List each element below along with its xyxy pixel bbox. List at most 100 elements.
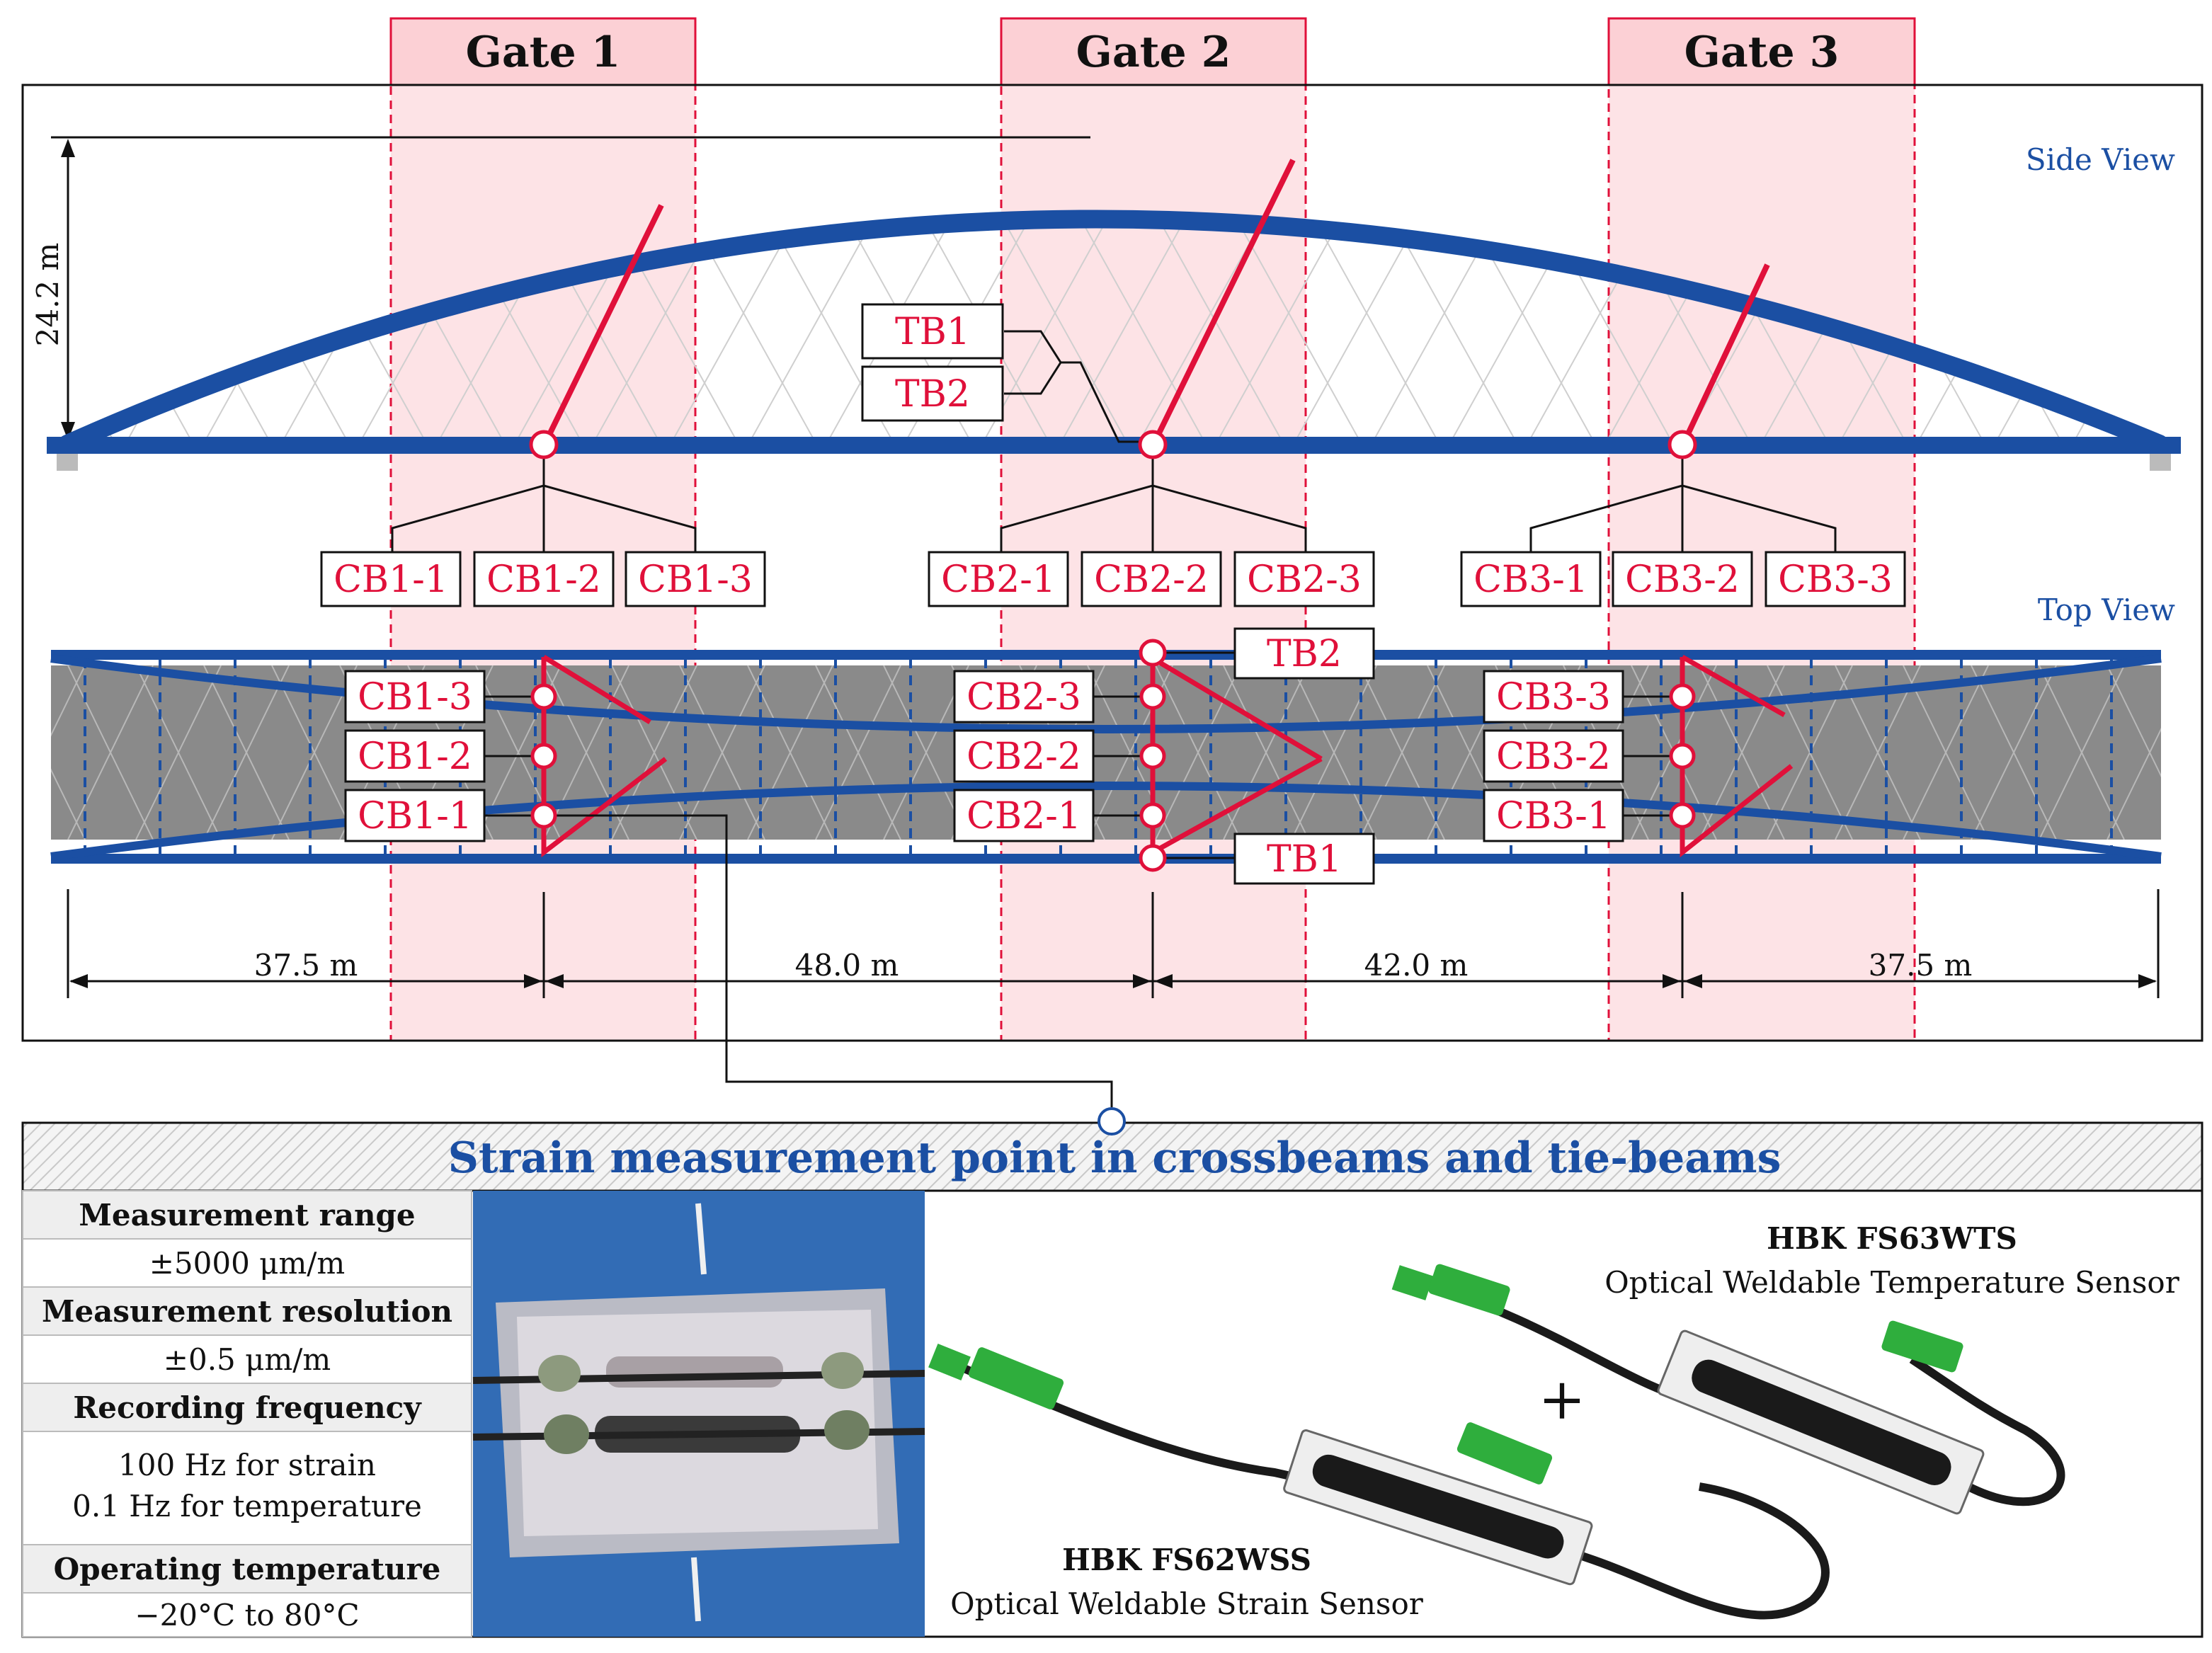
hanger-cable (1309, 219, 1523, 444)
deck-brace (1835, 665, 1921, 840)
deck-brace (2175, 665, 2212, 840)
side-tb1-label: TB1 (895, 311, 970, 353)
spec-range-value: ±5000 μm/m (149, 1246, 346, 1281)
top-view: CB1-3 CB1-2 CB1-1 CB2-3 CB2-2 CB2-1 CB3-… (50, 627, 2212, 1107)
monitored-hanger-2 (1150, 159, 1296, 447)
deck-brace (1359, 665, 1445, 840)
sensor-node-gate-1 (529, 430, 559, 459)
node-cb1-3 (530, 683, 557, 710)
temp-sensor-desc: Optical Weldable Temperature Sensor (1604, 1265, 2179, 1300)
hanger-cable (1210, 219, 1424, 444)
side-cb1-3: CB1-3 (638, 559, 753, 601)
deck-brace (543, 665, 629, 840)
deck-brace (51, 665, 86, 737)
side-tb2-label: TB2 (895, 373, 970, 416)
hanger-cable (1076, 219, 1289, 444)
gate-2-label: Gate 2 (1076, 28, 1231, 77)
deck-brace (1903, 665, 1989, 840)
deck-brace (679, 665, 765, 840)
hanger-cable (1132, 219, 1346, 444)
deck-brace (1971, 665, 2057, 840)
deck-brace (2175, 665, 2212, 840)
top-cb3-2: CB3-2 (1496, 736, 1611, 778)
node-cb1-2 (530, 743, 557, 770)
top-tb2: TB2 (1267, 633, 1342, 675)
hanger-cable (198, 219, 411, 444)
spec-table: Measurement range ±5000 μm/m Measurement… (22, 1190, 472, 1637)
node-cb3-3 (1669, 683, 1696, 710)
top-edge-girder (51, 650, 2161, 660)
deck-brace (203, 665, 290, 840)
hanger-cable (1153, 219, 1367, 444)
node-cb2-3 (1139, 683, 1166, 710)
spec-frequency-value-2: 0.1 Hz for temperature (72, 1489, 422, 1523)
sensor-panel: Strain measurement point in crossbeams a… (21, 1107, 2204, 1638)
side-view: 24.2 m TB1 (0, 71, 2212, 607)
tie-beam (47, 437, 2181, 454)
side-cb1-1: CB1-1 (333, 559, 448, 601)
gate-headers: Gate 1 Gate 2 Gate 3 (389, 17, 1916, 86)
side-cb3-1: CB3-1 (1473, 559, 1588, 601)
spec-frequency-head: Recording frequency (73, 1390, 422, 1425)
hanger-cable (1288, 219, 1502, 444)
hanger-cable (842, 219, 1056, 444)
node-tb2 (1139, 639, 1167, 667)
arch-rib (58, 210, 2169, 453)
deck-brace (815, 665, 901, 840)
node-cb2-2 (1139, 743, 1166, 770)
top-cb1-1: CB1-1 (358, 795, 472, 837)
temp-sensor-name: HBK FS63WTS (1767, 1221, 2017, 1256)
strain-sensor-name: HBK FS62WSS (1062, 1543, 1311, 1577)
side-cb2-1: CB2-1 (941, 559, 1056, 601)
deck-brace (2106, 727, 2161, 840)
deck-brace (747, 665, 833, 840)
hanger-cable (1387, 219, 1601, 444)
hanger-cable (2088, 219, 2160, 444)
hanger-cable (920, 219, 1134, 444)
hanger-cable (608, 219, 822, 444)
spec-range-head: Measurement range (79, 1198, 415, 1232)
hanger-cable (821, 219, 1034, 444)
side-crossbeam-labels: CB1-1 CB1-2 CB1-3 CB2-1 CB2-2 CB2-3 CB3-… (320, 551, 1906, 607)
hanger-cable (1054, 219, 1268, 444)
panel-connector-node (1098, 1107, 1126, 1136)
node-cb3-2 (1669, 743, 1696, 770)
span-3-label: 42.0 m (1364, 948, 1469, 983)
top-crossbeam-labels: CB1-3 CB1-2 CB1-1 CB2-3 CB2-2 CB2-1 CB3-… (344, 627, 1624, 885)
hanger-cable (665, 219, 879, 444)
hanger-cable (0, 71, 21, 453)
span-dimensions (67, 889, 2160, 998)
deck-brace (51, 768, 86, 840)
top-cb3-3: CB3-3 (1496, 676, 1611, 719)
side-cb3-2: CB3-2 (1625, 559, 1740, 601)
dimension-arrows (69, 974, 2157, 988)
hanger-cable (2167, 71, 2212, 453)
top-cb2-1: CB2-1 (967, 795, 1081, 837)
hanger-cable (120, 219, 333, 444)
deck-brace (135, 665, 222, 840)
node-cb2-1 (1139, 802, 1166, 829)
strain-sensor-desc: Optical Weldable Strain Sensor (950, 1586, 1424, 1621)
bottom-edge-girder (51, 854, 2161, 864)
strain-sensor-illustration (928, 1343, 1830, 1620)
temperature-sensor-illustration (1391, 1264, 2065, 1515)
side-view-label: Side View (2026, 142, 2175, 177)
sensor-node-gate-3 (1667, 430, 1697, 459)
hanger-cable (743, 219, 957, 444)
right-bearing (2150, 454, 2171, 471)
span-1-label: 37.5 m (254, 948, 358, 983)
monitored-hanger-3 (1680, 263, 1770, 447)
spec-resolution-head: Measurement resolution (42, 1294, 452, 1329)
hanger-cable (67, 219, 256, 444)
top-cb1-3: CB1-3 (358, 676, 472, 719)
hanger-cable (67, 219, 178, 444)
side-cb2-2: CB2-2 (1094, 559, 1209, 601)
span-4-label: 37.5 m (1869, 948, 1973, 983)
top-cb1-2: CB1-2 (358, 736, 472, 778)
side-cb2-3: CB2-3 (1247, 559, 1362, 601)
deck-brace (611, 665, 697, 840)
spec-temperature-value: −20°C to 80°C (135, 1598, 359, 1632)
hanger-cable (998, 219, 1212, 444)
left-bearing (57, 454, 78, 471)
